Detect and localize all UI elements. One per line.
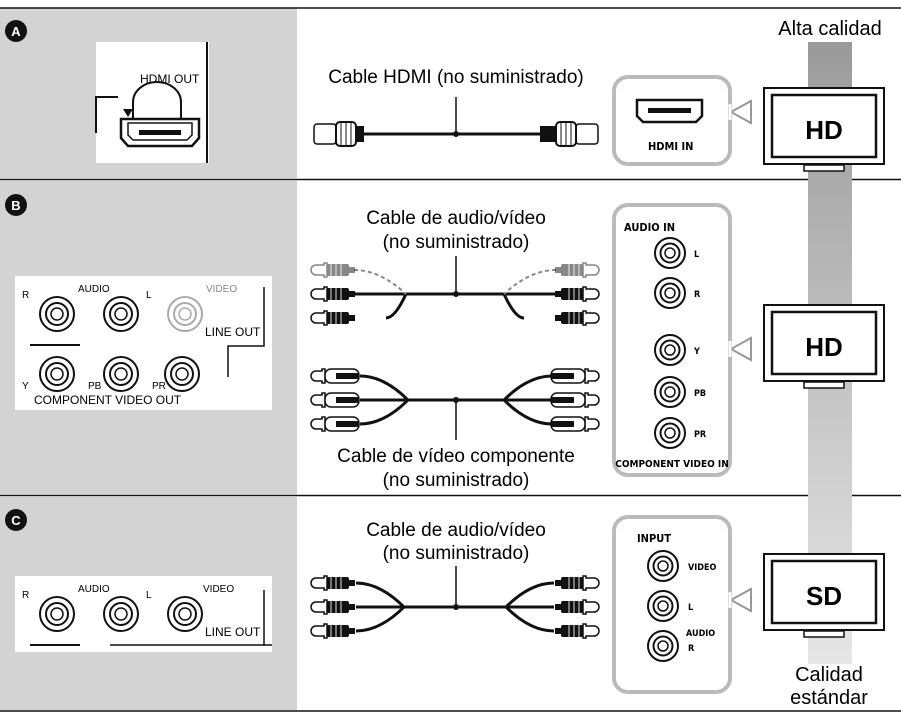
player-b-component-out-label: COMPONENT VIDEO OUT xyxy=(34,393,182,407)
arrow-down-icon xyxy=(123,109,133,117)
tv-b-jack-pr xyxy=(654,417,686,449)
jack-comp-pb xyxy=(103,356,139,392)
av-cable-c-label-2: (no suministrado) xyxy=(383,543,530,564)
av-cable-b xyxy=(310,262,600,326)
tv-b-audio-in-label: AUDIO IN xyxy=(624,221,675,234)
jack-audio-l xyxy=(103,296,139,332)
tv-c-input-label: INPUT xyxy=(637,532,671,545)
section-c: C R AUDIO L VIDEO LINE OUT Cable de audi… xyxy=(5,509,886,694)
av-cable-c xyxy=(310,575,600,639)
jack-c-video xyxy=(167,596,203,632)
badge-b-letter: B xyxy=(11,198,20,213)
jack-audio-r xyxy=(39,296,75,332)
player-b-l-label: L xyxy=(146,290,152,301)
tv-b-jack-l xyxy=(654,237,686,269)
tv-c-l-label: L xyxy=(688,603,693,613)
tv-b-jack-y xyxy=(654,334,686,366)
player-b-line-out-label: LINE OUT xyxy=(205,325,261,339)
badge-c xyxy=(5,509,27,531)
jack-comp-pr xyxy=(164,356,200,392)
badge-c-letter: C xyxy=(11,513,21,528)
badge-a-letter: A xyxy=(11,24,21,39)
hdmi-cable-label: Cable HDMI (no suministrado) xyxy=(328,67,584,88)
tv-b-pb-label: PB xyxy=(694,389,706,399)
player-c-audio-label: AUDIO xyxy=(78,584,110,595)
quality-bottom-label-1: Calidad xyxy=(795,664,863,686)
hdmi-plug-left xyxy=(313,121,364,147)
hdmi-in-label: HDMI IN xyxy=(648,140,693,153)
tv-b-l-label: L xyxy=(694,250,699,260)
tv-b-label: HD xyxy=(805,332,843,362)
tv-b-jack-pb xyxy=(654,376,686,408)
tv-b-jack-r xyxy=(654,277,686,309)
section-b: B R AUDIO L VIDEO LINE OUT Y PB PR COMPO… xyxy=(5,194,886,491)
tv-c-jack-video xyxy=(647,550,679,582)
component-cable-label-1: Cable de vídeo componente xyxy=(337,446,575,467)
tv-a-label: HD xyxy=(805,115,843,145)
component-cable-label-2: (no suministrado) xyxy=(383,470,530,491)
jack-comp-y xyxy=(39,356,75,392)
jack-c-audio-l xyxy=(103,596,139,632)
player-c-r-label: R xyxy=(22,590,29,601)
jack-c-audio-r xyxy=(39,596,75,632)
hdmi-plug-right xyxy=(540,121,599,147)
tv-c-video-label: VIDEO xyxy=(688,563,717,573)
tv-c-jack-r xyxy=(647,630,679,662)
quality-bottom-label-2: estándar xyxy=(790,687,868,709)
av-cable-c-label-1: Cable de audio/vídeo xyxy=(366,520,546,541)
av-cable-b-label-1: Cable de audio/vídeo xyxy=(366,208,546,229)
quality-top-label: Alta calidad xyxy=(778,18,881,40)
tv-c-jack-l xyxy=(647,590,679,622)
player-c-video-label: VIDEO xyxy=(203,584,234,595)
tv-b-pr-label: PR xyxy=(694,430,707,440)
badge-b xyxy=(5,194,27,216)
player-b-audio-label: AUDIO xyxy=(78,284,110,295)
player-c-line-out-label: LINE OUT xyxy=(205,625,261,639)
player-b-video-label: VIDEO xyxy=(206,284,237,295)
hdmi-port-hood xyxy=(132,81,182,124)
component-cable xyxy=(310,368,600,432)
player-c-l-label: L xyxy=(146,590,152,601)
tv-b-y-label: Y xyxy=(693,347,700,357)
tv-c-audio-label: AUDIO xyxy=(686,629,715,639)
player-b-y-label: Y xyxy=(22,381,29,392)
jack-video-grey xyxy=(167,296,203,332)
tv-b-r-label: R xyxy=(694,290,701,300)
player-b-r-label: R xyxy=(22,290,29,301)
player-b-pb-label: PB xyxy=(88,381,102,392)
player-b-pr-label: PR xyxy=(152,381,166,392)
tv-c-r-label: R xyxy=(688,644,695,654)
badge-a xyxy=(5,20,27,42)
av-cable-b-label-2: (no suministrado) xyxy=(383,232,530,253)
tv-c-label: SD xyxy=(806,581,842,611)
tv-b-component-in-label: COMPONENT VIDEO IN xyxy=(615,459,729,470)
section-a: A HDMI OUT Cable HDMI (no suministrado) xyxy=(5,20,886,173)
